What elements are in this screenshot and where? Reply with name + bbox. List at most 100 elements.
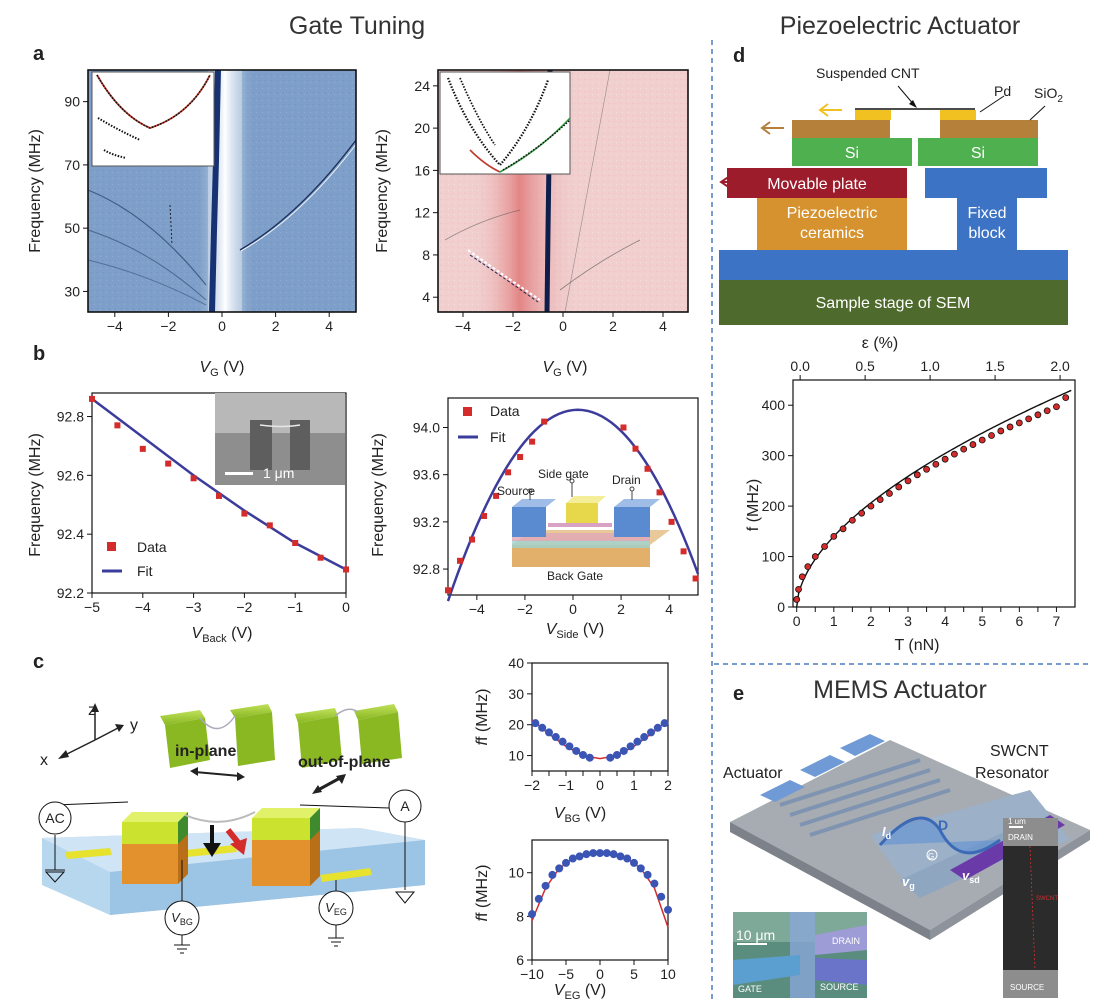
label-vsd: vsd: [962, 868, 980, 885]
ammeter-circle: [388, 789, 422, 823]
label-back-gate: Back Gate: [547, 569, 603, 583]
x-tick-label: −4: [469, 601, 485, 617]
vbg-label: VBG: [171, 910, 193, 927]
panel-a-left-ylabel: Frequency (MHz): [27, 129, 44, 253]
top-tick-label: 2.0: [1050, 358, 1070, 374]
data-point: [541, 881, 550, 890]
y-tick-label: 400: [762, 397, 786, 413]
inset-gate-label: GATE: [738, 984, 762, 994]
label-suspended-cnt: Suspended CNT: [816, 65, 920, 81]
y-tick-label: 30: [64, 283, 80, 299]
panel-letter-a: a: [33, 43, 45, 65]
x-tick-label: 0: [596, 777, 604, 793]
data-point: [1034, 411, 1042, 419]
panel-a-right-xlabel: VG (V): [542, 359, 587, 379]
data-point: [114, 422, 121, 429]
label-movable-plate: Movable plate: [767, 176, 867, 193]
y-tick-label: 93.6: [413, 467, 440, 483]
legend-b-left-fit: Fit: [137, 563, 153, 579]
y-tick-label: 90: [64, 94, 80, 110]
data-point: [190, 475, 197, 482]
data-point: [1006, 423, 1014, 431]
label-piezo-line1: Piezoelectric: [787, 205, 878, 222]
y-tick-label: 20: [414, 120, 430, 136]
data-point: [548, 870, 557, 879]
data-point: [692, 575, 699, 582]
data-point: [656, 489, 663, 496]
x-tick-label: −10: [520, 966, 544, 982]
data-point: [969, 441, 977, 448]
sem-drain-label: DRAIN: [1008, 833, 1033, 842]
panel-letter-c: c: [33, 651, 44, 673]
inset-optical: [733, 912, 867, 998]
data-point: [596, 849, 604, 858]
y-tick-label: 100: [762, 549, 786, 565]
data-point: [951, 450, 958, 458]
data-point: [633, 737, 642, 746]
data-point: [317, 554, 324, 561]
data-point: [978, 436, 986, 444]
label-pd: Pd: [994, 83, 1011, 99]
y-tick-label: 8: [422, 247, 430, 263]
veg-label: VEG: [325, 900, 347, 917]
y-tick-label: 92.8: [57, 409, 84, 425]
data-point: [653, 723, 662, 732]
data-point: [632, 445, 639, 452]
data-point: [960, 445, 968, 453]
x-tick-label: 10: [660, 966, 676, 982]
heading-gate-tuning: Gate Tuning: [289, 12, 425, 40]
plot-frame: [792, 379, 1076, 608]
panel-d-xlabel: T (nN): [894, 637, 939, 654]
data-point: [541, 418, 548, 425]
data-point: [811, 553, 819, 560]
y-tick-label: 24: [414, 78, 430, 94]
plot-frame: [531, 839, 669, 961]
x-tick-label: 2: [617, 601, 625, 617]
x-tick-label: 1: [830, 613, 838, 629]
x-tick-label: 2: [609, 318, 617, 334]
veg-circle: [318, 890, 354, 926]
x-tick-label: 0: [342, 599, 350, 615]
y-tick-label: 300: [762, 448, 786, 464]
data-point: [630, 858, 638, 867]
x-tick-label: 4: [659, 318, 667, 334]
data-point: [445, 587, 451, 594]
x-tick-label: 0: [569, 601, 577, 617]
y-tick-label: 92.8: [413, 561, 440, 577]
data-point: [941, 455, 949, 463]
data-point: [565, 742, 574, 751]
x-tick-label: −4: [107, 318, 123, 334]
data-point: [640, 733, 649, 742]
heading-mems: MEMS Actuator: [813, 676, 987, 704]
data-point: [609, 850, 618, 859]
data-point: [923, 465, 930, 473]
legend-b-right-fit: Fit: [490, 429, 506, 445]
data-point: [795, 585, 802, 593]
ammeter-label: A: [400, 798, 410, 814]
x-tick-label: −5: [558, 966, 574, 982]
x-tick-label: 2: [272, 318, 280, 334]
x-tick-label: −2: [517, 601, 533, 617]
panel-c-schematic: [42, 703, 425, 954]
x-tick-label: −2: [524, 777, 540, 793]
data-point: [568, 854, 577, 863]
x-tick-label: 6: [1015, 613, 1023, 629]
panel-c-bottom-xlabel: VEG (V): [554, 982, 606, 1002]
panel-b-left-xlabel: VBack (V): [192, 625, 253, 645]
y-tick-label: 40: [508, 655, 524, 671]
data-point: [562, 858, 570, 867]
data-point: [932, 460, 940, 468]
label-id: Id: [882, 824, 891, 841]
data-point: [848, 516, 856, 524]
label-actuator: Actuator: [723, 765, 783, 782]
panel-a-right-map: [437, 69, 689, 313]
data-point: [626, 742, 635, 751]
ac-source-label: AC: [45, 810, 64, 826]
label-fixed-line1: Fixed: [967, 205, 1006, 222]
x-tick-label: 0: [559, 318, 567, 334]
data-point: [216, 492, 222, 499]
data-point: [619, 746, 628, 755]
data-point: [613, 750, 621, 759]
x-tick-label: −2: [236, 599, 252, 615]
